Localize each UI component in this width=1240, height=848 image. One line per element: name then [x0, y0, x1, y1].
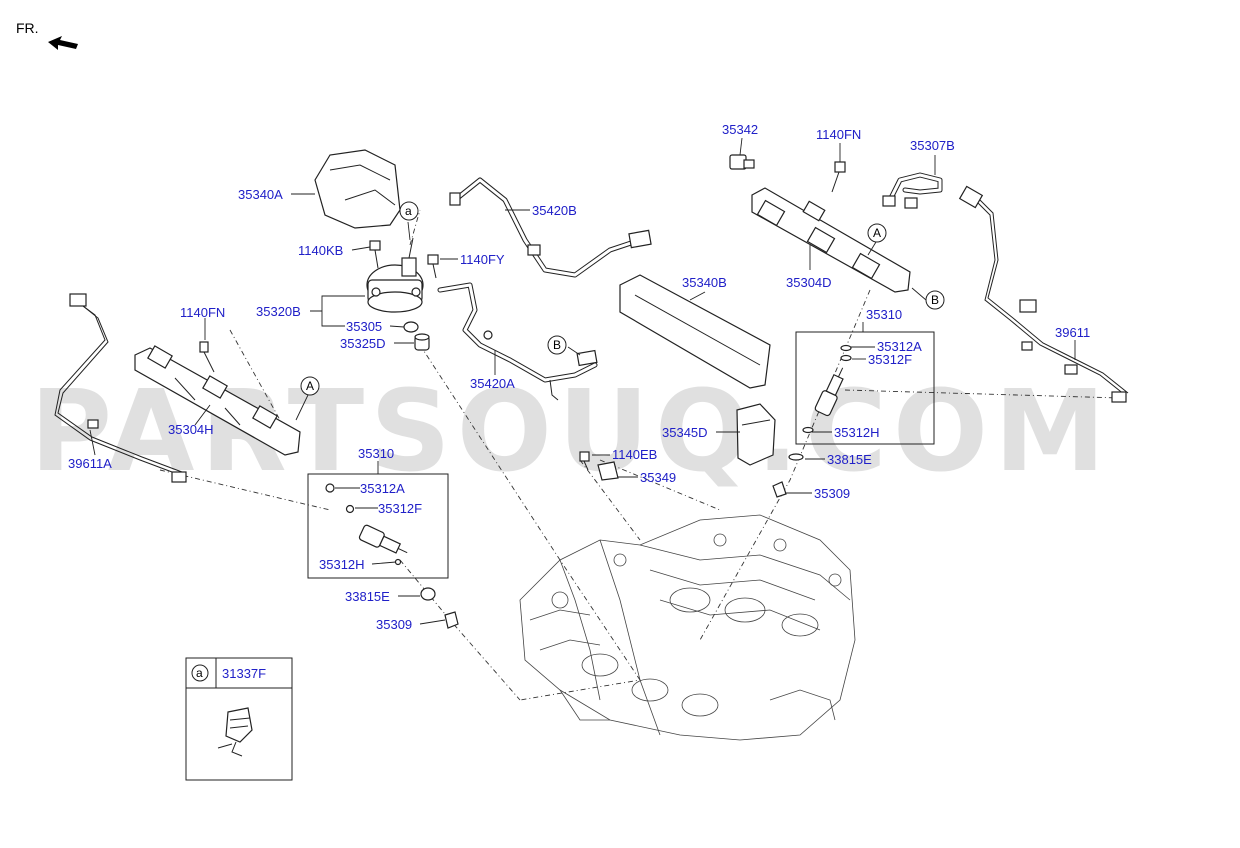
svg-text:A: A — [306, 379, 314, 393]
label-35349[interactable]: 35349 — [640, 470, 676, 485]
bolt-1140fn-left — [199, 341, 215, 373]
label-1140fn-right[interactable]: 1140FN — [816, 127, 861, 142]
fuel-pump — [366, 237, 424, 313]
inset-box — [185, 657, 293, 781]
cover-35345d — [736, 403, 776, 466]
fuel-rail-right — [751, 187, 911, 293]
svg-text:B: B — [553, 338, 561, 352]
label-35320b[interactable]: 35320B — [256, 304, 301, 319]
svg-text:A: A — [873, 226, 881, 240]
injector-group-left — [307, 473, 449, 579]
label-35420a[interactable]: 35420A — [470, 376, 515, 391]
label-1140fy[interactable]: 1140FY — [460, 252, 505, 267]
label-35312h-left[interactable]: 35312H — [319, 557, 365, 572]
fuel-pipe-35420a — [437, 282, 598, 401]
leader-lines — [89, 137, 1076, 625]
label-39611a[interactable]: 39611A — [68, 456, 112, 471]
label-35309-left[interactable]: 35309 — [376, 617, 412, 632]
injector-group-right — [795, 331, 935, 445]
damper-31337f-icon — [217, 707, 253, 757]
label-35309-right[interactable]: 35309 — [814, 486, 850, 501]
bracket-35349 — [597, 461, 619, 481]
tappet-35325d — [414, 333, 430, 351]
front-orientation-marker: FR. — [16, 20, 78, 50]
callout-A-left: A — [300, 376, 320, 396]
label-35312a-right[interactable]: 35312A — [877, 339, 922, 354]
label-33815e-right[interactable]: 33815E — [827, 452, 872, 467]
pressure-sensor-35342 — [729, 154, 755, 170]
seal-33815e-right — [788, 453, 804, 461]
fuel-pipe-35420b — [449, 177, 652, 278]
seal-35305 — [403, 321, 419, 333]
svg-text:a: a — [405, 204, 412, 218]
hose-35307b — [882, 172, 943, 209]
callout-B-rail: B — [925, 290, 945, 310]
label-33815e-left[interactable]: 33815E — [345, 589, 390, 604]
engine-block — [519, 514, 856, 741]
label-35420b[interactable]: 35420B — [532, 203, 577, 218]
label-35304h[interactable]: 35304H — [168, 422, 214, 437]
label-35342[interactable]: 35342 — [722, 122, 758, 137]
label-35304d[interactable]: 35304D — [786, 275, 832, 290]
front-label: FR. — [16, 20, 39, 36]
clip-35309-left — [444, 611, 459, 629]
callout-a-pump: a — [399, 201, 419, 221]
cover-35340b — [619, 274, 771, 389]
label-31337f[interactable]: 31337F — [222, 666, 266, 681]
bolt-1140fy — [427, 254, 439, 279]
label-39611[interactable]: 39611 — [1055, 325, 1090, 340]
label-35305[interactable]: 35305 — [346, 319, 382, 334]
bolt-1140fn-right — [831, 161, 846, 193]
label-1140eb[interactable]: 1140EB — [612, 447, 657, 462]
cover-35340a — [314, 149, 401, 229]
harness-left — [54, 293, 187, 483]
label-35307b[interactable]: 35307B — [910, 138, 955, 153]
label-35340a[interactable]: 35340A — [238, 187, 283, 202]
label-35310-left[interactable]: 35310 — [358, 446, 394, 461]
label-1140kb[interactable]: 1140KB — [298, 243, 343, 258]
callout-A-right: A — [867, 223, 887, 243]
bolt-1140eb — [579, 451, 590, 471]
svg-text:B: B — [931, 293, 939, 307]
label-35325d[interactable]: 35325D — [340, 336, 386, 351]
label-35345d[interactable]: 35345D — [662, 425, 708, 440]
callout-B-pipe: B — [547, 335, 567, 355]
seal-33815e-left — [420, 587, 436, 601]
label-35312f-left[interactable]: 35312F — [378, 501, 422, 516]
harness-right — [958, 185, 1129, 403]
callout-a-inset: a — [191, 664, 209, 682]
label-35340b[interactable]: 35340B — [682, 275, 727, 290]
fuel-rail-left — [134, 345, 301, 456]
svg-text:a: a — [196, 666, 203, 680]
label-35312a-left[interactable]: 35312A — [360, 481, 405, 496]
label-1140fn-left[interactable]: 1140FN — [180, 305, 225, 320]
front-arrow-icon — [48, 36, 78, 50]
label-35312h-right[interactable]: 35312H — [834, 425, 880, 440]
label-35310-right[interactable]: 35310 — [866, 307, 902, 322]
assembly-lines — [159, 209, 1121, 701]
label-35312f-right[interactable]: 35312F — [868, 352, 912, 367]
bolt-1140kb — [369, 240, 381, 269]
clip-35309-right — [772, 481, 787, 498]
